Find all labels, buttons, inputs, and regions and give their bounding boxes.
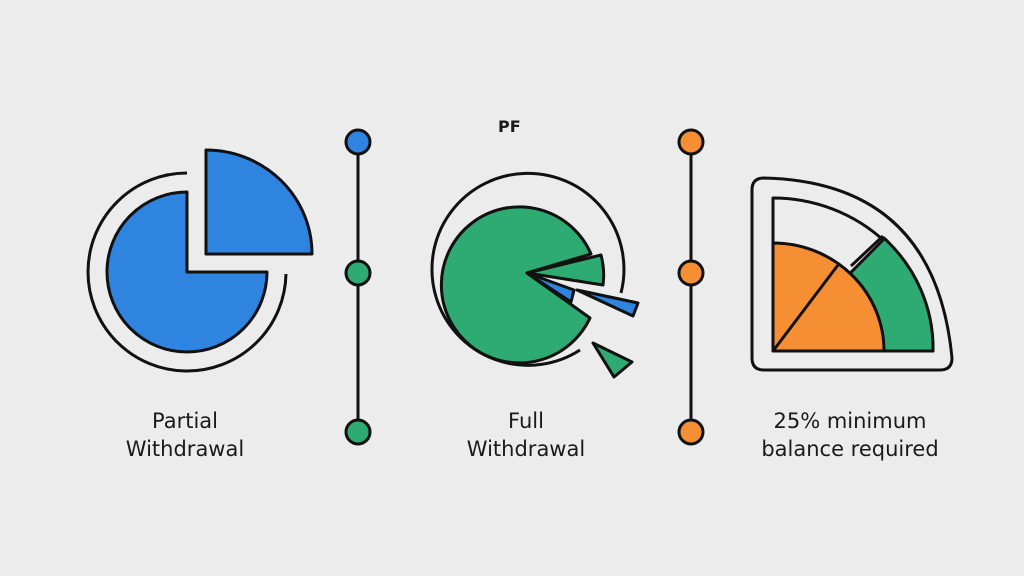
timeline-dot: [677, 259, 705, 287]
pie-chart-separated-slice-icon: [86, 148, 314, 373]
panel-label-minimum-balance: 25% minimum balance required: [740, 407, 960, 463]
label-line: Partial: [152, 409, 218, 433]
quarter-gauge-icon: [750, 176, 954, 372]
timeline-divider-left: [344, 128, 372, 446]
diagram-title: PF: [498, 117, 521, 136]
label-line: Withdrawal: [125, 437, 245, 461]
panel-label-full-withdrawal: Full Withdrawal: [426, 407, 626, 463]
timeline-divider-right: [677, 128, 705, 446]
timeline-dot: [344, 259, 372, 287]
label-line: Full: [508, 409, 544, 433]
timeline-dot: [677, 128, 705, 156]
panel-label-partial-withdrawal: Partial Withdrawal: [85, 407, 285, 463]
timeline-dot: [677, 418, 705, 446]
timeline-dot: [344, 128, 372, 156]
pie-chart-exploding-slices-icon: [430, 171, 640, 379]
label-line: 25% minimum: [773, 409, 927, 433]
label-line: Withdrawal: [466, 437, 586, 461]
timeline-dot: [344, 418, 372, 446]
label-line: balance required: [761, 437, 939, 461]
